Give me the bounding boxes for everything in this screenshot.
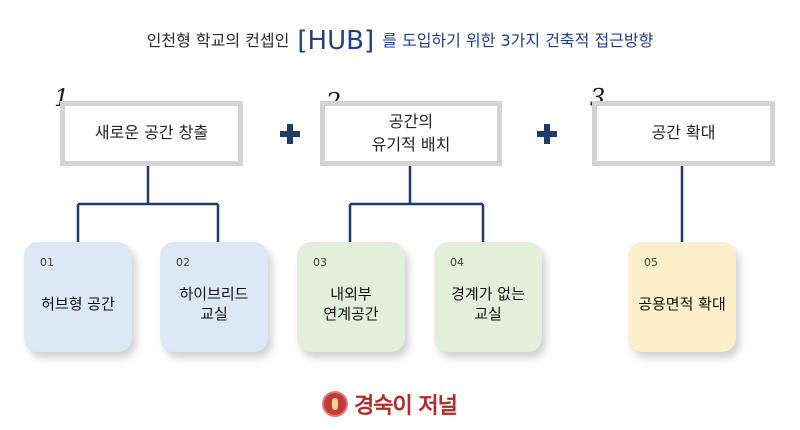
card-label-line2: 교실	[474, 305, 502, 323]
title-lead: 인천형 학교의 컨셉인	[146, 31, 290, 50]
card-number: 03	[313, 256, 327, 269]
logo: 경숙이 저널	[322, 388, 458, 420]
card-03: 03 내외부 연계공간	[297, 242, 405, 352]
card-label-line2: 연계공간	[323, 305, 379, 323]
card-label-line1: 하이브리드	[179, 284, 249, 303]
card-label-line2: 교실	[200, 305, 228, 323]
group-box-1-label: 새로운 공간 창출	[94, 123, 209, 143]
card-label-line1: 내외부	[330, 284, 372, 303]
title-hub: [HUB]	[297, 26, 375, 56]
group-box-2-label-line1: 공간의	[388, 112, 434, 132]
seal-icon	[322, 391, 348, 417]
group-box-3-label: 공간 확대	[651, 123, 716, 143]
card-number: 05	[644, 256, 658, 269]
card-label-line1: 경계가 없는	[451, 284, 525, 303]
card-01: 01 허브형 공간	[24, 242, 132, 352]
card-05: 05 공용면적 확대	[628, 242, 736, 352]
group-box-2: 공간의 유기적 배치	[320, 101, 502, 166]
card-label-line1: 공용면적 확대	[638, 294, 726, 313]
plus-icon	[537, 124, 557, 144]
connector-group-2	[348, 166, 485, 242]
plus-icon	[280, 124, 300, 144]
page-title: 인천형 학교의 컨셉인 [HUB] 를 도입하기 위한 3가지 건축적 접근방향	[0, 26, 800, 56]
card-02: 02 하이브리드 교실	[160, 242, 268, 352]
title-tail: 를 도입하기 위한 3가지 건축적 접근방향	[382, 31, 654, 50]
group-box-2-label-line2: 유기적 배치	[371, 134, 451, 154]
card-number: 04	[450, 256, 464, 269]
card-04: 04 경계가 없는 교실	[434, 242, 542, 352]
group-box-1: 새로운 공간 창출	[60, 101, 243, 166]
card-number: 01	[40, 256, 54, 269]
logo-signature: 경숙이 저널	[354, 393, 458, 419]
group-box-3: 공간 확대	[592, 101, 775, 166]
connector-group-1	[76, 166, 220, 242]
card-label-line1: 허브형 공간	[41, 294, 115, 313]
card-number: 02	[176, 256, 190, 269]
